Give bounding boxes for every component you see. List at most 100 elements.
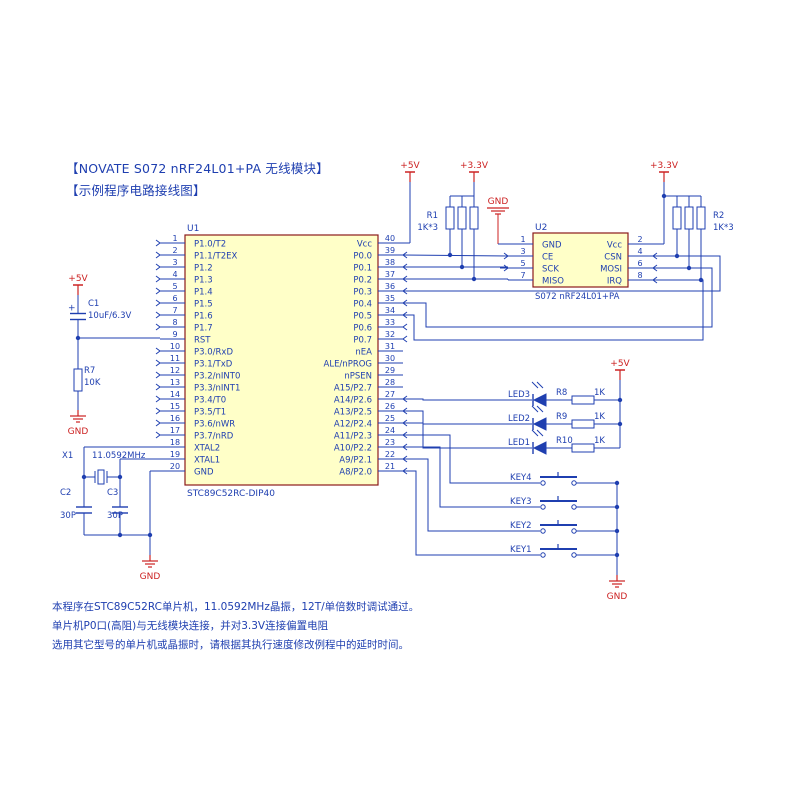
junction-dot <box>614 552 620 558</box>
u1-pin-name: A11/P2.3 <box>334 432 372 442</box>
u2-pin-name: Vcc <box>607 241 622 251</box>
u1-pin-name: P1.7 <box>194 324 213 334</box>
r2-value: 1K*3 <box>713 223 734 233</box>
u2-pin-number: 3 <box>520 247 525 256</box>
u2-pin-number: 1 <box>520 235 525 244</box>
u2-pin-name: GND <box>542 241 562 251</box>
u1-pin-name: A12/P2.4 <box>334 420 372 430</box>
note-line-1: 本程序在STC89C52RC单片机，11.0592MHz晶振，12T/单倍数时调… <box>52 601 420 613</box>
u1-pin-number: 28 <box>385 378 395 387</box>
u1-pin-name: ALE/nPROG <box>324 360 372 370</box>
pin-arrow <box>155 263 161 271</box>
key-contact <box>540 480 546 486</box>
led-light-arrow <box>531 405 539 413</box>
u1-pin-number: 40 <box>385 234 395 243</box>
vcc5-left-label: +5V <box>68 274 88 284</box>
r7-value: 10K <box>84 378 101 388</box>
u1-pin-number: 22 <box>385 450 395 459</box>
junction-dot <box>117 532 123 538</box>
u1-pin-name: nEA <box>355 348 372 358</box>
u2-pin-name: IRQ <box>607 277 622 287</box>
u1-pin-number: 16 <box>170 414 180 423</box>
u1-pin-number: 5 <box>172 282 177 291</box>
u1-pin-name: XTAL2 <box>194 444 220 454</box>
gnd-left: GND <box>68 410 89 437</box>
gnd-xtal: GND <box>140 555 160 582</box>
mcu-u1: U1STC89C52RC-DIP401P1.0/T22P1.1/T2EX3P1.… <box>155 224 403 499</box>
vcc33-r1: +3.3V <box>460 161 489 182</box>
pin-arrow <box>155 311 161 319</box>
pin-arrow <box>155 383 161 391</box>
u2-pin-name: MOSI <box>600 265 622 275</box>
vcc5-left: +5V <box>68 274 89 295</box>
key-key2: KEY2 <box>402 455 620 534</box>
u2-ref: U2 <box>535 223 547 233</box>
u1-pin-number: 25 <box>385 414 395 423</box>
rf-module-body <box>532 232 629 288</box>
led-ref: LED3 <box>508 390 530 400</box>
u1-pin-name: P3.4/T0 <box>194 396 226 406</box>
u1-pin-number: 19 <box>170 450 180 459</box>
schematic-subtitle: 【示例程序电路接线图】 <box>66 183 206 198</box>
u1-pin-name: A9/P2.1 <box>339 456 372 466</box>
u1-pin-name: P0.3 <box>353 288 372 298</box>
u1-pin-number: 27 <box>385 390 395 399</box>
u1-pin-number: 20 <box>170 462 180 471</box>
led-light-arrow <box>531 429 539 437</box>
led-res-value: 1K <box>594 436 605 446</box>
u1-pin-number: 17 <box>170 426 180 435</box>
u2-pin-name: CSN <box>604 253 622 263</box>
pin-arrow <box>402 251 408 259</box>
gnd-keys-label: GND <box>607 592 628 602</box>
vcc5-top: +5V <box>400 161 421 182</box>
pin-arrow <box>155 287 161 295</box>
led-resistor <box>571 395 595 405</box>
u1-pin-name: P0.7 <box>353 336 372 346</box>
p0-connections <box>402 182 721 343</box>
u2-part: S072 nRF24L01+PA <box>535 292 620 302</box>
junction-dot <box>698 277 704 283</box>
led-diode-icon <box>532 393 547 407</box>
pin-arrow <box>652 276 658 284</box>
wire-p00-ce <box>402 254 509 257</box>
pin-arrow <box>402 287 408 295</box>
u1-pin-name: P3.0/RxD <box>194 348 233 358</box>
junction-dot <box>459 264 465 270</box>
r1-resistor <box>445 206 455 230</box>
key-label: KEY1 <box>510 545 532 555</box>
pin-arrow <box>402 311 408 319</box>
led-res-value: 1K <box>594 388 605 398</box>
pin-arrow <box>402 263 408 271</box>
key-wire <box>403 470 540 556</box>
u1-pin-number: 6 <box>172 294 177 303</box>
u2-pin-number: 4 <box>637 247 642 256</box>
key-label: KEY2 <box>510 521 532 531</box>
u1-part: STC89C52RC-DIP40 <box>187 489 275 499</box>
junction-dot <box>617 421 623 427</box>
key-contact <box>540 504 546 510</box>
led-diode-icon <box>532 441 547 455</box>
u1-pin-number: 37 <box>385 270 395 279</box>
pin-arrow <box>155 323 161 331</box>
junction-dot <box>117 474 123 480</box>
u1-pin-number: 35 <box>385 294 395 303</box>
led-diode-icon <box>532 417 547 431</box>
u1-pin-name: P0.1 <box>353 264 372 274</box>
u1-pin-name: A15/P2.7 <box>334 384 372 394</box>
r1-ref: R1 <box>427 211 438 221</box>
junction-dot <box>614 528 620 534</box>
r2-ref: R2 <box>713 211 724 221</box>
pin-arrow <box>402 299 408 307</box>
vcc33-r1-label: +3.3V <box>460 161 489 171</box>
r2-resistor <box>672 206 682 230</box>
r2-resistor <box>684 206 694 230</box>
gnd-left-label: GND <box>68 427 89 437</box>
u1-pin-number: 29 <box>385 366 395 375</box>
u1-pin-number: 30 <box>385 354 395 363</box>
wire-p04-mosi <box>403 267 713 328</box>
u1-pin-number: 31 <box>385 342 395 351</box>
u1-pin-name: P0.0 <box>353 252 372 262</box>
